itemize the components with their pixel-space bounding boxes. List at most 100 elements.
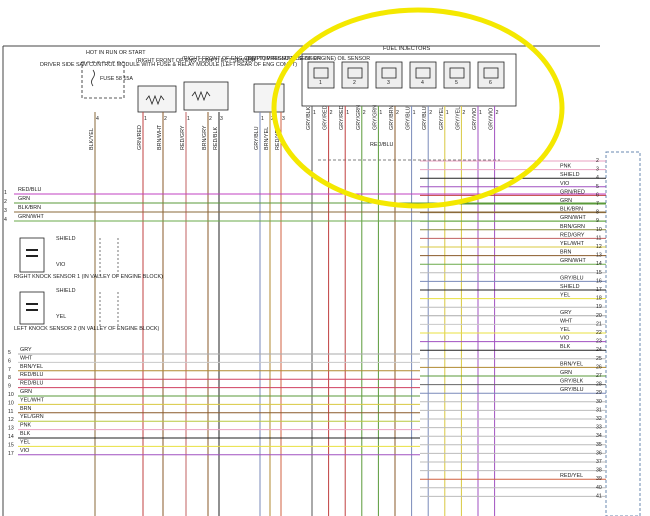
top-wire-pin: 3: [220, 116, 223, 122]
right-wire-num: 2: [596, 158, 599, 164]
top-wire-label: RED/GRY: [180, 125, 186, 150]
top-wire-label: BRN/YEL: [264, 127, 270, 150]
left-wire-label: BRN/YEL: [20, 364, 43, 370]
injector-wire-label: GRY/RED: [323, 105, 329, 130]
module-label: DRIVER SIDE SAM CONTROL MODULE WITH FUSE…: [40, 62, 297, 68]
right-wire-label: VIO: [560, 336, 569, 342]
top-wire-pin: 4: [96, 116, 99, 122]
left-wire-label: RED/BLU: [20, 381, 43, 387]
left-wire-label: YEL/WHT: [20, 397, 45, 403]
top-wire-label: BRN/WHT: [157, 124, 163, 150]
right-wire-num: 14: [596, 261, 602, 267]
left-wire-num: 2: [4, 199, 7, 205]
knock1-shield-label: SHIELD: [56, 236, 76, 242]
left-wire-num: 3: [4, 208, 7, 214]
left-wire-num: 9: [8, 384, 11, 390]
right-wire-num: 7: [596, 201, 599, 207]
injector-wire-label: GRY/BLU: [406, 106, 412, 130]
right-wire-label: GRY/BLU: [560, 275, 584, 281]
left-wire-label: RED/BLU: [20, 372, 43, 378]
right-wire-label: BRN: [560, 250, 571, 256]
right-wire-num: 24: [596, 347, 602, 353]
right-wire-num: 36: [596, 450, 602, 456]
right-wire-label: BRN/GRN: [560, 224, 585, 230]
injector-5: [443, 61, 471, 89]
injector-wire-pin: 1: [313, 110, 316, 116]
right-wire-num: 15: [596, 270, 602, 276]
injectors-outline: [301, 53, 517, 107]
top-wire-label: GRN/RED: [137, 125, 143, 150]
right-wire-num: 27: [596, 373, 602, 379]
injector-4: [409, 61, 437, 89]
injector-3: [375, 61, 403, 89]
injector-wire-pin: 2: [462, 110, 465, 116]
right-wire-num: 31: [596, 407, 602, 413]
right-wire-label: BRN/YEL: [560, 361, 583, 367]
injector-wire-label: GRY/BLK: [306, 106, 312, 130]
right-wire-num: 11: [596, 235, 601, 241]
injector-coil-icon: [483, 67, 499, 79]
injector-wire-pin: 2: [396, 110, 399, 116]
right-wire-num: 41: [596, 493, 602, 499]
injector-wire-label: GRY/VIO: [472, 108, 478, 130]
right-wire-label: GRY: [560, 310, 572, 316]
right-wire-label: SHIELD: [560, 172, 580, 178]
top-wire-pin: 2: [209, 116, 212, 122]
top-wire-label: GRY/BLU: [254, 126, 260, 150]
knock-sensor-2-label: LEFT KNOCK SENSOR 2 (IN VALLEY OF ENGINE…: [14, 326, 159, 332]
left-wire-num: 5: [8, 350, 11, 356]
injector-coil-icon: [449, 67, 465, 79]
left-wire-label: GRN: [18, 196, 30, 202]
right-wire-label: GRN: [560, 370, 572, 376]
left-wire-label: YEL/GRN: [20, 414, 44, 420]
left-wire-label: BLK: [20, 431, 31, 437]
injector-wire-label: GRY/BLU: [422, 106, 428, 130]
right-wire-label: RED/GRY: [560, 232, 585, 238]
injector-number: 5: [455, 80, 458, 86]
ecm-connector: [605, 151, 641, 516]
injector-wire-pin: 2: [429, 110, 432, 116]
left-wire-num: 14: [8, 434, 14, 440]
right-wire-num: 33: [596, 425, 602, 431]
right-wire-num: 16: [596, 278, 602, 284]
left-wire-label: BLK/BRN: [18, 205, 41, 211]
right-wire-num: 35: [596, 442, 602, 448]
top-wire-label: BLK/YEL: [89, 128, 95, 150]
left-wire-num: 1: [4, 190, 7, 196]
knock1-vio-label: VIO: [56, 262, 65, 268]
injector-wire-label: GRY/VIO: [489, 108, 495, 130]
top-wire-label: RED/BLK: [213, 127, 219, 150]
ect-sensor-box: [137, 85, 177, 113]
injector-wire-pin: 2: [496, 110, 499, 116]
right-wire-num: 38: [596, 468, 602, 474]
top-wire-pin: 1: [187, 116, 190, 122]
injector-number: 6: [489, 80, 492, 86]
left-wire-num: 13: [8, 426, 14, 432]
left-wire-num: 8: [8, 375, 11, 381]
red-blu-injector-label: RED/BLU: [370, 142, 393, 148]
top-wire-labels: BLK/YEL4GRN/RED1BRN/WHT2RED/GRY1BRN/GRY2…: [89, 112, 285, 516]
right-wire-num: 26: [596, 364, 602, 370]
right-wire-label: YEL: [560, 293, 570, 299]
knock-sensor-1-label: RIGHT KNOCK SENSOR 1 (IN VALLEY OF ENGIN…: [14, 274, 163, 280]
left-wire-num: 10: [8, 392, 14, 398]
right-wire-num: 18: [596, 296, 602, 302]
left-wire-label: GRY: [20, 347, 32, 353]
injector-wire-label: GRY/YEL: [455, 107, 461, 130]
right-wire-num: 12: [596, 244, 602, 250]
right-wire-label: VIO: [560, 181, 569, 187]
knock2-shield-label: SHIELD: [56, 288, 76, 294]
top-wire-label: RED/YEL: [275, 127, 281, 150]
right-wire-label: YEL: [560, 327, 570, 333]
right-wire-num: 20: [596, 313, 602, 319]
injector-2: [341, 61, 369, 89]
fuse-label: FUSE 58 15A: [100, 76, 133, 82]
ect-resistor-icon: [145, 94, 165, 106]
right-wire-num: 32: [596, 416, 602, 422]
injector-6: [477, 61, 505, 89]
right-wire-label: GRN/WHT: [560, 258, 586, 264]
